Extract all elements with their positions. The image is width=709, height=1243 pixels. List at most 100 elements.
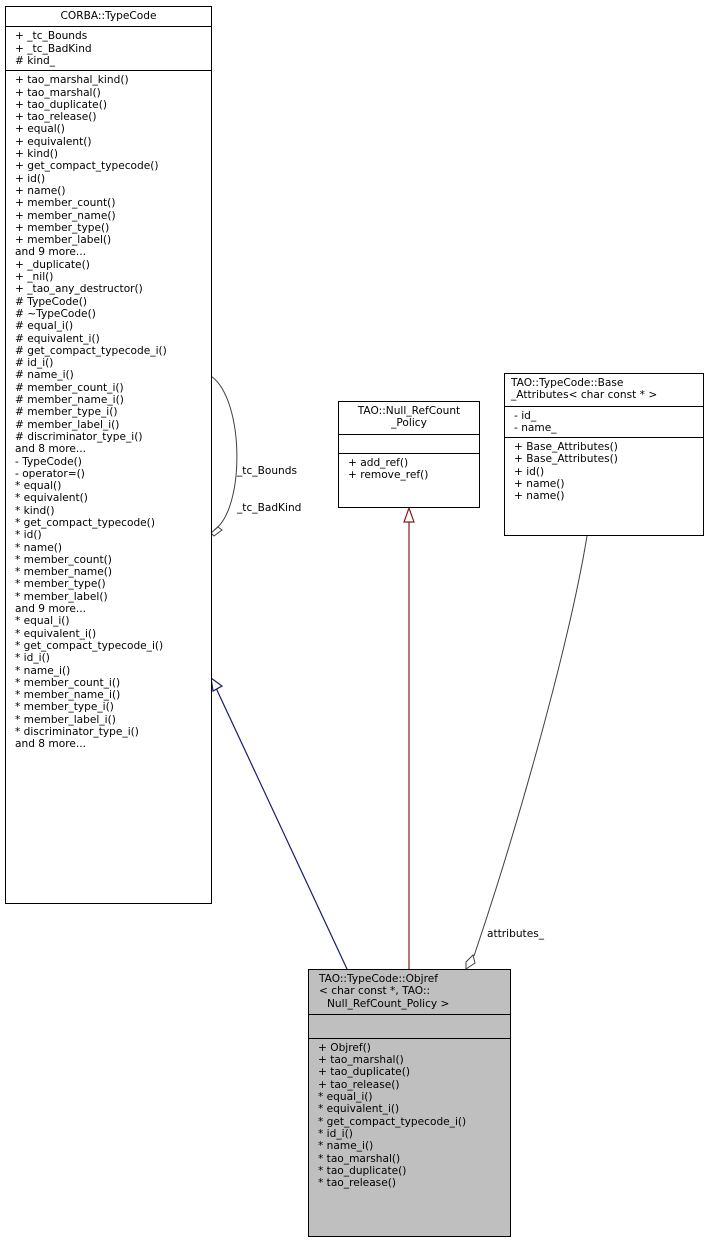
method-item: * member_type_i() bbox=[15, 701, 114, 714]
method-item: * member_name_i() bbox=[15, 689, 121, 702]
methods-section: + tao_marshal_kind()+ tao_marshal()+ tao… bbox=[6, 70, 211, 753]
method-item: + member_count() bbox=[15, 197, 116, 210]
attributes-section: + _tc_Bounds+ _tc_BadKind# kind_ bbox=[6, 26, 211, 70]
method-item: + Base_Attributes() bbox=[514, 453, 618, 466]
method-item: * get_compact_typecode() bbox=[15, 516, 155, 529]
method-item: + Objref() bbox=[318, 1041, 371, 1054]
attribute-item: + _tc_Bounds bbox=[15, 30, 88, 43]
method-item: + member_name() bbox=[15, 209, 116, 222]
method-item: + tao_release() bbox=[318, 1078, 400, 1091]
title-line: Null_RefCount_Policy > bbox=[327, 997, 450, 1010]
method-item: * get_compact_typecode_i() bbox=[15, 639, 164, 652]
method-item: # discriminator_type_i() bbox=[15, 430, 143, 443]
self-association-edge bbox=[210, 375, 238, 531]
method-item: * equivalent() bbox=[15, 492, 88, 505]
method-item: + get_compact_typecode() bbox=[15, 160, 159, 173]
method-item: + _duplicate() bbox=[15, 258, 90, 271]
method-item: # equivalent_i() bbox=[15, 332, 100, 345]
method-item: and 8 more... bbox=[15, 443, 86, 456]
method-item: * equivalent_i() bbox=[15, 627, 97, 640]
method-item: + _nil() bbox=[15, 271, 54, 284]
method-item: * discriminator_type_i() bbox=[15, 726, 139, 739]
method-item: * name_i() bbox=[318, 1140, 374, 1153]
method-item: # TypeCode() bbox=[15, 295, 87, 308]
method-item: + tao_marshal() bbox=[15, 86, 101, 99]
attribute-item: + _tc_BadKind bbox=[15, 42, 92, 55]
method-item: + name() bbox=[15, 184, 66, 197]
class-title: TAO::TypeCode::Objref< char const *, TAO… bbox=[309, 970, 510, 1014]
class-base-attributes[interactable]: TAO::TypeCode::Base_Attributes< char con… bbox=[504, 373, 704, 536]
class-corba-typecode[interactable]: CORBA::TypeCode + _tc_Bounds+ _tc_BadKin… bbox=[5, 6, 212, 904]
method-item: + kind() bbox=[15, 148, 59, 161]
method-item: * member_count() bbox=[15, 553, 112, 566]
method-item: * name() bbox=[15, 541, 62, 554]
method-item: * member_count_i() bbox=[15, 676, 121, 689]
method-item: # get_compact_typecode_i() bbox=[15, 344, 167, 357]
method-item: * id() bbox=[15, 529, 42, 542]
method-item: - TypeCode() bbox=[15, 455, 82, 468]
method-item: + member_type() bbox=[15, 221, 110, 234]
class-title: TAO::Null_RefCount_Policy bbox=[339, 402, 479, 434]
methods-section: + Objref()+ tao_marshal()+ tao_duplicate… bbox=[309, 1037, 510, 1193]
title-line: TAO::TypeCode::Objref bbox=[319, 973, 438, 985]
method-item: * tao_release() bbox=[318, 1177, 396, 1190]
class-title: TAO::TypeCode::Base_Attributes< char con… bbox=[505, 374, 703, 406]
method-item: + remove_ref() bbox=[348, 468, 429, 481]
method-item: * member_label_i() bbox=[15, 713, 116, 726]
method-item: * equal_i() bbox=[15, 615, 70, 628]
method-item: * equal() bbox=[15, 480, 62, 493]
method-item: + equal() bbox=[15, 123, 65, 136]
attributes-label: attributes_ bbox=[487, 928, 545, 940]
attributes-section: - id_- name_ bbox=[505, 405, 703, 438]
method-item: + _tao_any_destructor() bbox=[15, 283, 143, 296]
method-item: * member_name() bbox=[15, 566, 113, 579]
method-item: # member_label_i() bbox=[15, 418, 120, 431]
attributes-association-edge bbox=[473, 535, 588, 957]
method-item: + add_ref() bbox=[348, 456, 409, 469]
method-item: * tao_duplicate() bbox=[318, 1164, 407, 1177]
label-tc-badkind: _tc_BadKind bbox=[237, 502, 302, 515]
attributes-section bbox=[339, 433, 479, 453]
method-item: * id_i() bbox=[15, 652, 50, 665]
method-item: and 9 more... bbox=[15, 603, 86, 616]
method-item: + tao_duplicate() bbox=[15, 98, 107, 111]
inheritance-edge bbox=[215, 687, 348, 970]
method-item: # equal_i() bbox=[15, 320, 74, 333]
method-item: and 9 more... bbox=[15, 246, 86, 259]
title-line: _Policy bbox=[391, 417, 427, 430]
method-item: + Base_Attributes() bbox=[514, 441, 618, 454]
method-item: + tao_release() bbox=[15, 111, 97, 124]
aggregation-diamond-icon bbox=[210, 526, 223, 537]
method-item: + member_label() bbox=[15, 234, 112, 247]
title-line: _Attributes< char const * > bbox=[511, 389, 658, 402]
method-item: + tao_marshal_kind() bbox=[15, 74, 129, 87]
method-item: + id() bbox=[514, 465, 545, 478]
self-assoc-label: _tc_Bounds _tc_BadKind bbox=[237, 440, 301, 527]
method-item: * member_label() bbox=[15, 590, 108, 603]
method-item: * id_i() bbox=[318, 1127, 353, 1140]
methods-section: + Base_Attributes()+ Base_Attributes()+ … bbox=[505, 437, 703, 505]
attributes-aggregation-diamond-icon bbox=[465, 954, 476, 970]
title-line: TAO::Null_RefCount bbox=[357, 405, 461, 417]
label-tc-bounds: _tc_Bounds bbox=[237, 464, 297, 477]
method-item: + name() bbox=[514, 478, 565, 491]
attribute-item: # kind_ bbox=[15, 55, 56, 67]
method-item: + id() bbox=[15, 172, 46, 185]
class-null-refcount-policy[interactable]: TAO::Null_RefCount_Policy + add_ref()+ r… bbox=[338, 401, 480, 508]
method-item: + equivalent() bbox=[15, 135, 92, 148]
method-item: + tao_duplicate() bbox=[318, 1066, 410, 1079]
method-item: * equivalent_i() bbox=[318, 1103, 400, 1116]
method-item: # member_count_i() bbox=[15, 381, 124, 394]
attribute-item: - id_ bbox=[514, 409, 537, 422]
method-item: * kind() bbox=[15, 504, 55, 517]
attributes-section bbox=[309, 1013, 510, 1038]
method-item: * name_i() bbox=[15, 664, 71, 677]
method-item: and 8 more... bbox=[15, 738, 86, 751]
attribute-item: - name_ bbox=[514, 421, 557, 434]
class-objref[interactable]: TAO::TypeCode::Objref< char const *, TAO… bbox=[308, 969, 511, 1237]
title-line: < char const *, TAO:: bbox=[319, 985, 431, 998]
method-item: # name_i() bbox=[15, 369, 74, 382]
method-item: - operator=() bbox=[15, 467, 85, 480]
method-item: + tao_marshal() bbox=[318, 1054, 404, 1067]
